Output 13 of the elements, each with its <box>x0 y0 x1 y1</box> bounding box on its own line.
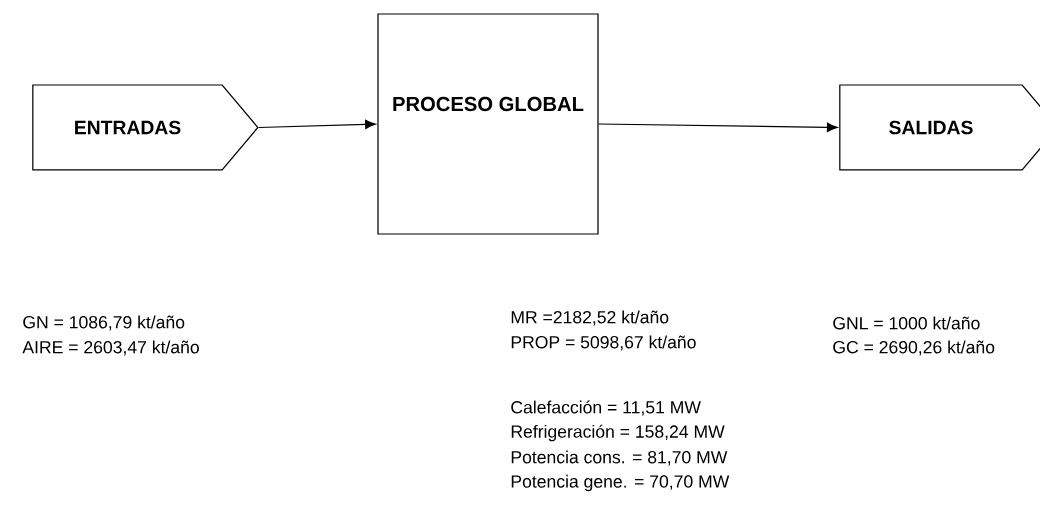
flow-value: PROP = 5098,67 kt/año <box>511 335 696 351</box>
flow-value: Refrigeración = 158,24 MW <box>511 424 725 442</box>
flow-value: GN = 1086,79 kt/año <box>23 315 185 331</box>
flow-value: AIRE = 2603,47 kt/año <box>22 340 199 356</box>
process-box: PROCESO GLOBAL <box>377 13 599 235</box>
flow-value: Potencia cons. = 81,70 MW <box>511 450 728 466</box>
flow-value: Potencia gene. = 70,70 MW <box>511 474 730 492</box>
flow-value: GC = 2690,26 kt/año <box>833 340 995 356</box>
arrow <box>598 122 838 133</box>
flow-value: Calefacción = 11,51 MW <box>511 400 701 416</box>
arrow <box>258 119 376 130</box>
flow-value: MR =2182,52 kt/año <box>511 310 669 326</box>
flow-value: GNL = 1000 kt/año <box>833 316 980 330</box>
